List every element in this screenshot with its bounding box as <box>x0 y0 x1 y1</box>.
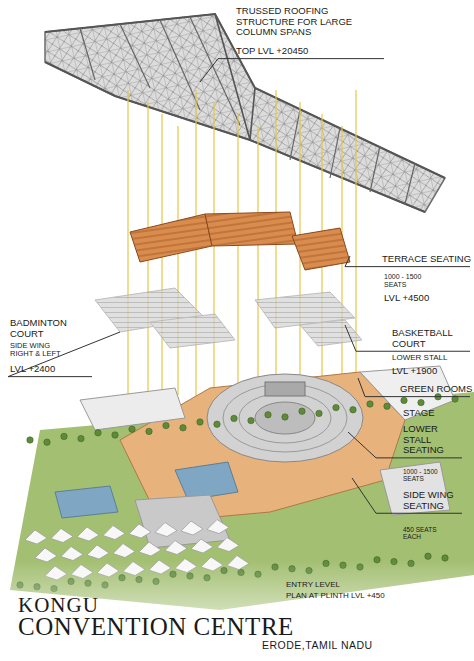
canopy <box>165 541 187 555</box>
tree <box>316 410 322 416</box>
canopy <box>181 521 203 535</box>
roof-truss <box>45 14 445 212</box>
tree <box>95 430 101 436</box>
callout-label: BASKETBALL COURT <box>392 328 472 349</box>
callout-label: PLAN AT PLINTH LVL +450 <box>286 592 466 601</box>
leader-line <box>352 478 462 513</box>
canopy <box>87 545 109 559</box>
tree <box>248 417 254 423</box>
tree <box>282 414 288 420</box>
title-text: ERODE,TAMIL NADU <box>262 640 462 652</box>
callout-label: ENTRY LEVEL <box>286 581 466 590</box>
callout-label: SIDE WING RIGHT & LEFT <box>10 342 72 359</box>
canopy <box>61 547 83 561</box>
projection-line <box>275 90 276 415</box>
tree <box>265 412 271 418</box>
callout-label: TRUSSED ROOFING STRUCTURE FOR LARGE COLU… <box>236 6 386 38</box>
tree <box>197 419 203 425</box>
courts <box>95 288 362 348</box>
terrace-seating <box>130 212 350 270</box>
canopy <box>129 524 151 538</box>
tree <box>44 439 50 445</box>
canopy <box>103 526 125 540</box>
projection-lines <box>128 90 356 415</box>
leader-line <box>8 332 120 377</box>
tree <box>231 415 237 421</box>
callout-label: STAGE <box>403 408 471 419</box>
projection-line <box>213 102 214 415</box>
tree <box>418 399 424 405</box>
tree <box>78 435 84 441</box>
projection-line <box>341 126 342 415</box>
callout-label: GREEN ROOMS <box>400 384 474 395</box>
tree <box>214 421 220 427</box>
callout-label: SIDE WING SEATING <box>403 490 459 511</box>
projection-line <box>237 114 238 395</box>
tree <box>299 408 305 414</box>
callout-label: 450 SEATS EACH <box>403 526 443 541</box>
callout-label: BADMINTON COURT <box>10 318 80 339</box>
tree <box>27 437 33 443</box>
leader-line <box>200 59 384 82</box>
tree <box>146 428 152 434</box>
title-text: CONVENTION CENTRE <box>18 613 348 641</box>
callout-label: LVL +2400 <box>10 364 90 375</box>
tree <box>129 426 135 432</box>
tree <box>180 425 186 431</box>
canopy <box>155 523 177 537</box>
tree <box>350 407 356 413</box>
tree <box>367 401 373 407</box>
callout-label: TOP LVL +20450 <box>236 46 386 57</box>
tree <box>384 403 390 409</box>
canopy <box>207 520 229 534</box>
tree <box>163 422 169 428</box>
callout-label: LVL +4500 <box>384 293 464 304</box>
canopy <box>191 539 213 553</box>
callout-label: TERRACE SEATING <box>382 254 472 265</box>
tree <box>61 433 67 439</box>
callout-label: 1000 - 1500 SEATS <box>384 273 440 289</box>
projection-line <box>177 126 178 395</box>
projection-line <box>161 114 162 415</box>
canopy <box>217 538 239 552</box>
projection-line <box>127 90 128 395</box>
canopy <box>139 542 161 556</box>
canopy <box>113 544 135 558</box>
projection-line <box>257 126 258 405</box>
canopy <box>25 530 47 544</box>
callout-label: LOWER STALL <box>392 354 472 363</box>
callout-label: 1000 - 1500 SEATS <box>403 468 449 483</box>
callout-label: LVL +1900 <box>392 366 472 377</box>
canopy <box>35 548 57 562</box>
tree <box>112 432 118 438</box>
canopy <box>77 527 99 541</box>
tree <box>333 404 339 410</box>
tree <box>401 397 407 403</box>
callout-label: LOWER STALL SEATING <box>403 424 455 456</box>
tree <box>425 553 431 559</box>
canopy <box>51 529 73 543</box>
